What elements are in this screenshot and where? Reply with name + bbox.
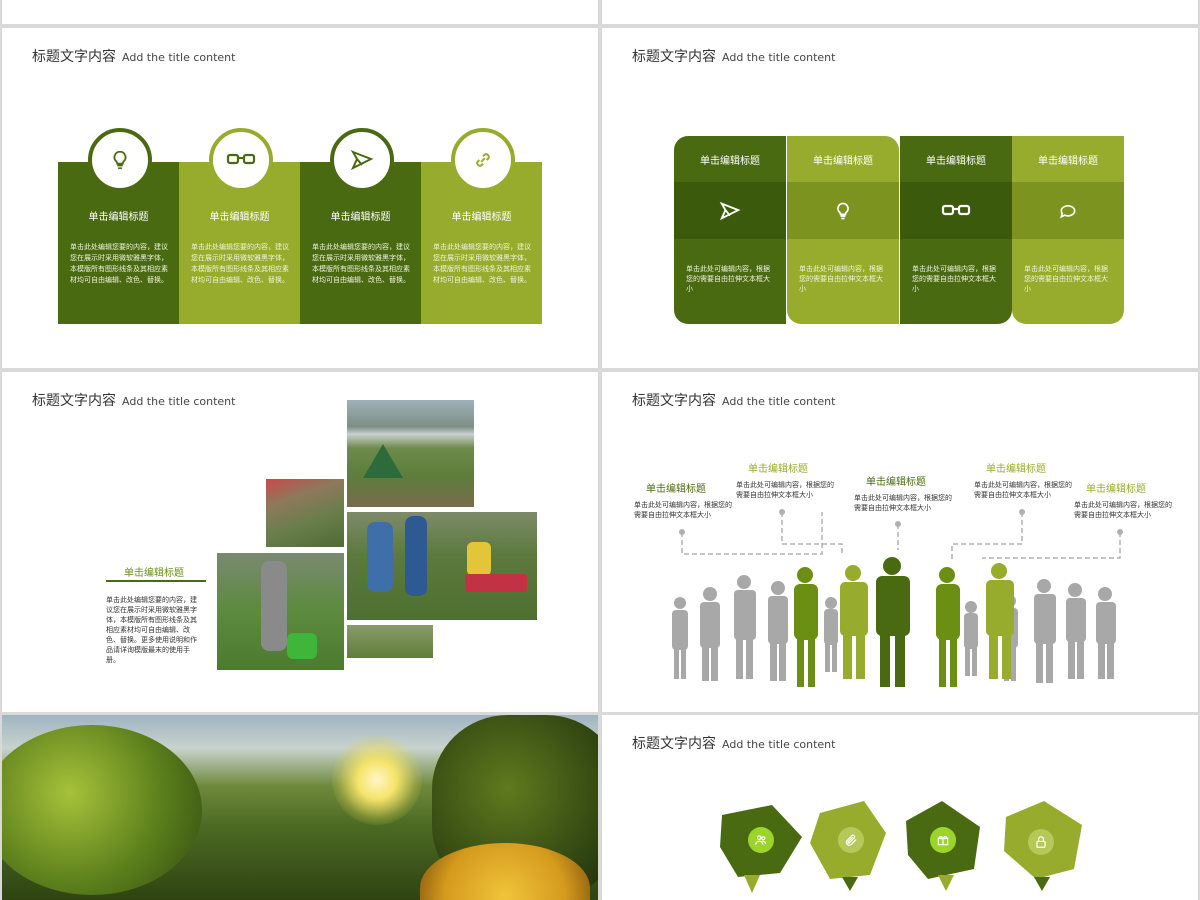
paperclip-icon: [838, 827, 864, 853]
item-body: 单击此处可编辑内容，根据您的需要自由拉伸文本框大小: [974, 481, 1072, 499]
item-heading: 单击编辑标题: [646, 484, 706, 495]
column-heading: 单击编辑标题: [88, 212, 149, 223]
tab-body: 单击此处可编辑内容，根据您的需要自由拉伸文本框大小: [799, 265, 883, 293]
column-body: 单击此处编辑您要的内容，建议您在展示时采用微软雅黑字体，本模版所有图形线条及其相…: [433, 243, 531, 284]
paper-plane-icon: [330, 128, 394, 192]
section-body: 单击此处编辑您要的内容，建议您在展示时采用微软雅黑字体，本模版所有图形线条及其相…: [106, 596, 197, 664]
tab-heading: 单击编辑标题: [1038, 155, 1098, 167]
heading-underline: [106, 580, 206, 582]
sun-glow: [332, 735, 422, 825]
item-body: 单击此处可编辑内容，根据您的需要自由拉伸文本框大小: [854, 494, 952, 512]
tab-body: 单击此处可编辑内容，根据您的需要自由拉伸文本框大小: [1024, 265, 1108, 293]
link-icon: [451, 128, 515, 192]
slide-forest-photo: [2, 715, 598, 900]
gift-icon: [930, 827, 956, 853]
tab-card-1[interactable]: 单击编辑标题 单击此处可编辑内容，根据您的需要自由拉伸文本框大小: [674, 136, 786, 324]
photo-gear: [347, 625, 433, 658]
lightbulb-icon: [88, 128, 152, 192]
column-body: 单击此处编辑您要的内容，建议您在展示时采用微软雅黑字体，本模版所有图形线条及其相…: [70, 243, 168, 284]
photo-campers-large: [217, 553, 344, 670]
column-4[interactable]: 单击编辑标题 单击此处编辑您要的内容，建议您在展示时采用微软雅黑字体，本模版所有…: [421, 162, 542, 324]
people-silhouettes: [672, 557, 1116, 687]
tab-heading: 单击编辑标题: [926, 155, 986, 167]
tab-body: 单击此处可编辑内容，根据您的需要自由拉伸文本框大小: [686, 265, 770, 293]
tree-canopy-left: [2, 725, 202, 895]
column-heading: 单击编辑标题: [330, 212, 391, 223]
column-body: 单击此处编辑您要的内容，建议您在展示时采用微软雅黑字体，本模版所有图形线条及其相…: [312, 243, 410, 284]
column-heading: 单击编辑标题: [451, 212, 512, 223]
lock-icon: [1028, 829, 1054, 855]
people-icon: [748, 827, 774, 853]
connector-lines: [679, 509, 1123, 560]
paper-plane-icon: [674, 182, 786, 239]
tab-body: 单击此处可编辑内容，根据您的需要自由拉伸文本框大小: [912, 265, 996, 293]
photo-campers-small: [266, 479, 344, 547]
tab-heading: 单击编辑标题: [813, 155, 873, 167]
item-body: 单击此处可编辑内容，根据您的需要自由拉伸文本框大小: [736, 481, 834, 499]
tab-card-4[interactable]: 单击编辑标题 单击此处可编辑内容，根据您的需要自由拉伸文本框大小: [1012, 136, 1124, 324]
slide-partial-top-left: [2, 0, 598, 24]
item-body: 单击此处可编辑内容，根据您的需要自由拉伸文本框大小: [634, 501, 732, 519]
photo-campers-group: [347, 512, 537, 620]
lightbulb-icon: [787, 182, 899, 239]
item-heading: 单击编辑标题: [866, 477, 926, 488]
item-heading: 单击编辑标题: [986, 464, 1046, 475]
slide-partial-top-right: [602, 0, 1198, 24]
column-heading: 单击编辑标题: [209, 212, 270, 223]
item-heading: 单击编辑标题: [748, 464, 808, 475]
glasses-icon: [900, 182, 1012, 239]
glasses-icon: [209, 128, 273, 192]
item-body: 单击此处可编辑内容，根据您的需要自由拉伸文本框大小: [1074, 501, 1172, 519]
tab-card-2[interactable]: 单击编辑标题 单击此处可编辑内容，根据您的需要自由拉伸文本框大小: [787, 136, 899, 324]
tab-card-3[interactable]: 单击编辑标题 单击此处可编辑内容，根据您的需要自由拉伸文本框大小: [900, 136, 1012, 324]
chat-bubble-icon: [1012, 182, 1124, 239]
section-heading: 单击编辑标题: [124, 568, 184, 579]
photo-lake-tent: [347, 400, 474, 507]
column-body: 单击此处编辑您要的内容，建议您在展示时采用微软雅黑字体，本模版所有图形线条及其相…: [191, 243, 289, 284]
item-heading: 单击编辑标题: [1086, 484, 1146, 495]
column-3[interactable]: 单击编辑标题 单击此处编辑您要的内容，建议您在展示时采用微软雅黑字体，本模版所有…: [300, 162, 421, 324]
pin-shapes: [720, 801, 1082, 893]
tab-heading: 单击编辑标题: [700, 155, 760, 167]
